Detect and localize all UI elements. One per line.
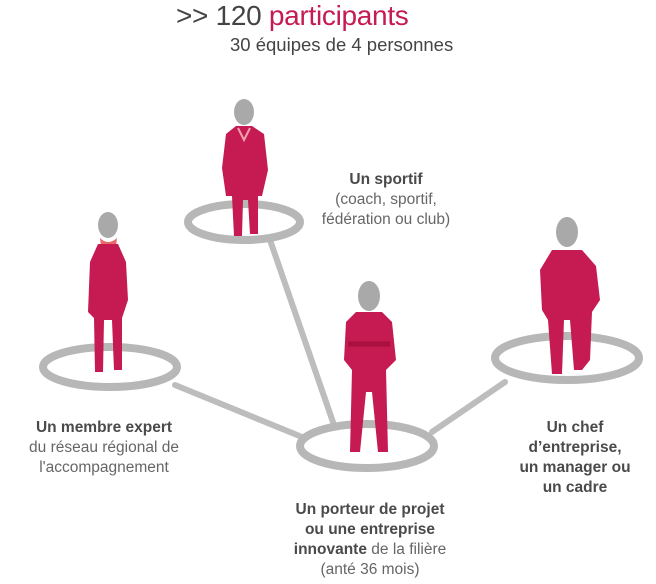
body-expert <box>88 244 128 372</box>
header: >> 120 participants 30 équipes de 4 pers… <box>176 0 453 55</box>
body-sportif <box>222 126 268 236</box>
connectors <box>172 237 508 440</box>
label-chef-line1: Un chef <box>546 419 604 436</box>
ring-chef <box>491 332 643 384</box>
label-expert: Un membre expert du réseau régional de l… <box>4 418 204 478</box>
label-sportif-line2: fédération ou club) <box>321 211 451 228</box>
label-porteur: Un porteur de projet ou une entreprise i… <box>270 500 470 580</box>
body-chef <box>540 250 600 374</box>
label-sportif-title: Un sportif <box>349 171 423 188</box>
label-chef: Un chef d’entreprise, un manager ou un c… <box>500 418 650 498</box>
label-porteur-title2: ou une entreprise <box>304 521 436 538</box>
ring-expert <box>39 343 181 391</box>
label-expert-line2: l'accompagnement <box>39 459 169 476</box>
ring-sportif <box>184 200 304 244</box>
participant-count: 120 <box>215 0 262 31</box>
headline-prefix: >> <box>176 0 209 31</box>
collar-sportif <box>237 127 251 143</box>
label-chef-line2: d’entreprise, <box>528 439 622 456</box>
ring-porteur <box>296 420 438 472</box>
label-porteur-line4: (anté 36 mois) <box>320 561 420 578</box>
headline: >> 120 participants <box>176 0 409 32</box>
label-chef-line4: un cadre <box>542 479 608 496</box>
connector-sportif-porteur <box>267 237 337 428</box>
label-porteur-title1: Un porteur de projet <box>295 501 445 518</box>
figure-expert <box>88 212 128 372</box>
label-expert-title: Un membre expert <box>35 419 173 436</box>
figure-porteur <box>344 281 396 452</box>
label-sportif-line1: (coach, sportif, <box>335 191 437 208</box>
connector-chef-porteur <box>429 379 508 435</box>
teams-subtitle: 30 équipes de 4 personnes <box>230 34 454 55</box>
figure-chef <box>540 217 600 374</box>
head-expert <box>98 212 118 238</box>
connector-expert-porteur <box>172 382 305 440</box>
label-expert-line1: du réseau régional de <box>29 439 179 456</box>
body-porteur <box>344 312 396 452</box>
label-porteur-title3: innovante <box>293 541 367 558</box>
figure-sportif <box>222 99 268 236</box>
head-sportif <box>234 99 254 125</box>
head-chef <box>556 217 578 247</box>
rings <box>39 200 643 472</box>
head-porteur <box>358 281 380 311</box>
label-chef-line3: un manager ou <box>519 459 631 476</box>
label-sportif: Un sportif (coach, sportif, fédération o… <box>296 170 476 230</box>
label-porteur-line3-rest: de la filière <box>366 541 447 558</box>
participants-word: participants <box>268 0 409 31</box>
